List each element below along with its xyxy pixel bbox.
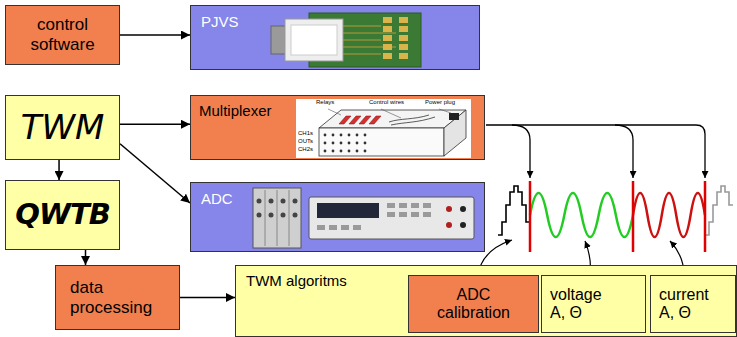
pxi-card [253, 188, 301, 248]
adc-picture [191, 183, 486, 253]
connector-dots [324, 134, 367, 153]
multimeter-body [309, 197, 474, 239]
box-text: QWTB [15, 198, 110, 231]
power-plug [449, 113, 459, 120]
box-front [319, 128, 444, 156]
relay-symbols [339, 116, 381, 124]
multimeter-terminals [446, 206, 452, 228]
part-label: Power plug [425, 99, 455, 106]
software-box: TWM [5, 95, 120, 160]
box-side [444, 110, 466, 156]
flow-arrow [120, 124, 190, 126]
pxi-slots [265, 190, 289, 246]
flow-arrow [120, 144, 190, 203]
switch-marker [704, 181, 707, 252]
current-wave [633, 193, 705, 237]
control-wires [389, 115, 435, 125]
box-text: A, Θ [550, 304, 582, 322]
flow-arrow [180, 297, 235, 299]
chip-pads [383, 17, 408, 59]
picture-ground [296, 99, 471, 158]
hardware-box: PJVS [190, 5, 480, 70]
leader-line [328, 109, 451, 118]
result-box: currentA, Θ [650, 275, 736, 333]
part-label: Relays [316, 99, 334, 106]
part-label: CH1s [298, 130, 313, 137]
switch-marker [632, 181, 635, 252]
box-text: control software [18, 15, 108, 54]
pjvs-staircase [705, 186, 733, 235]
chip-die [291, 25, 337, 55]
switch-wire [486, 125, 705, 178]
process-box: ADC calibration [408, 275, 539, 333]
flow-arrow [58, 160, 60, 180]
algorithm-group: TWM algoritmsADC calibrationvoltageA, Θc… [235, 265, 737, 337]
voltage-wave [530, 193, 633, 237]
process-box: control software [5, 5, 120, 65]
box-text: voltage [550, 286, 602, 304]
result-box: voltageA, Θ [541, 275, 646, 333]
flow-arrow [120, 34, 190, 36]
hardware-box: ADC [190, 182, 485, 252]
part-label: OUTs [298, 138, 313, 145]
switch-marker [529, 181, 532, 252]
box-top [319, 110, 466, 128]
flow-arrow [85, 250, 87, 265]
chip-die [285, 19, 343, 61]
box-text: TWM [21, 108, 105, 147]
multimeter-terminals [460, 206, 466, 228]
switch-wire [512, 125, 530, 178]
box-text: A, Θ [659, 304, 691, 322]
box-text: PJVS [201, 13, 239, 30]
pxi-connectors [257, 199, 298, 218]
part-label: Control wires [369, 99, 404, 106]
switch-wire [615, 125, 633, 178]
multimeter-buttons [317, 203, 431, 230]
box-text: data processing [70, 278, 165, 317]
multimeter-display [317, 203, 379, 218]
box-text: ADC calibration [419, 286, 529, 323]
box-text: Multiplexer [199, 102, 272, 119]
box-text: TWM algoritms [246, 272, 347, 289]
box-text: current [659, 286, 709, 304]
box-text: ADC [201, 190, 233, 207]
pjvs-staircase [498, 186, 530, 235]
logo-box: QWTB [5, 180, 120, 250]
chip-traces [343, 26, 396, 54]
process-box: data processing [55, 265, 180, 330]
part-label: CH2s [298, 146, 313, 153]
